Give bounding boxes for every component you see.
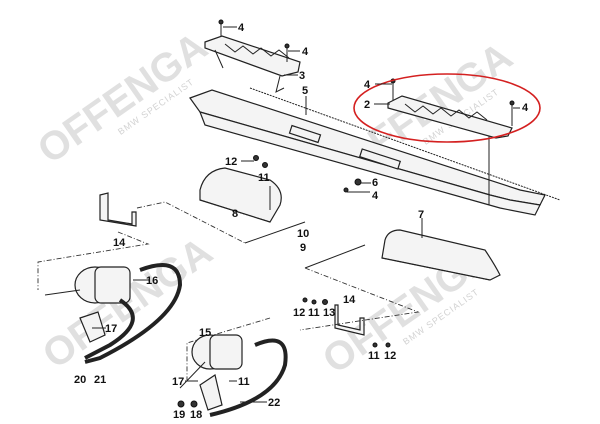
callout-22: 22 — [268, 397, 280, 409]
callout-11: 11 — [368, 350, 380, 362]
callout-18: 18 — [190, 409, 202, 421]
callout-19: 19 — [173, 409, 185, 421]
leader-lines — [92, 26, 520, 403]
callout-8: 8 — [232, 208, 238, 220]
callout-10: 10 — [297, 228, 309, 240]
callout-11: 11 — [238, 376, 250, 388]
callout-11: 11 — [258, 172, 270, 184]
callout-2: 2 — [364, 99, 370, 111]
callout-6: 6 — [372, 177, 378, 189]
vent-grille-part-3 — [204, 19, 301, 93]
bracket-part-14-right — [334, 304, 365, 336]
callout-3: 3 — [299, 70, 305, 82]
connection-lines — [37, 201, 420, 380]
callout-17: 17 — [172, 376, 184, 388]
vent-grille-part-2 — [387, 78, 515, 139]
callout-9: 9 — [300, 242, 306, 254]
callout-4: 4 — [364, 79, 371, 91]
callout-7: 7 — [418, 209, 424, 221]
bracket-part-14-left — [99, 192, 137, 227]
highlight-ellipse — [353, 73, 541, 143]
callout-4: 4 — [372, 190, 379, 202]
callout-4: 4 — [238, 22, 245, 34]
rod-part-10 — [244, 221, 306, 244]
callout-17: 17 — [105, 323, 117, 335]
cowl-panel-part-5 — [189, 87, 561, 216]
svg-text:OFFENGA: OFFENGA — [30, 24, 215, 172]
air-duct-part-7 — [381, 229, 501, 281]
air-duct-part-8 — [199, 167, 282, 223]
callout-16: 16 — [146, 275, 158, 287]
watermark-left: OFFENGA BMW SPECIALIST — [30, 24, 215, 172]
callout-14: 14 — [343, 294, 356, 306]
callout-12: 12 — [293, 307, 305, 319]
callout-15: 15 — [199, 327, 211, 339]
callout-4: 4 — [522, 102, 529, 114]
callout-21: 21 — [94, 374, 106, 386]
vacuum-unit-part-16 — [44, 263, 183, 364]
callout-5: 5 — [302, 85, 308, 97]
callout-12: 12 — [384, 350, 396, 362]
callout-4: 4 — [302, 46, 309, 58]
callout-11: 11 — [308, 307, 320, 319]
callout-12: 12 — [225, 156, 237, 168]
vacuum-unit-part-15 — [177, 334, 288, 417]
rod-part-9 — [304, 244, 366, 269]
callout-20: 20 — [74, 374, 86, 386]
callout-14: 14 — [113, 237, 126, 249]
callout-13: 13 — [323, 307, 335, 319]
fasteners — [253, 155, 391, 348]
